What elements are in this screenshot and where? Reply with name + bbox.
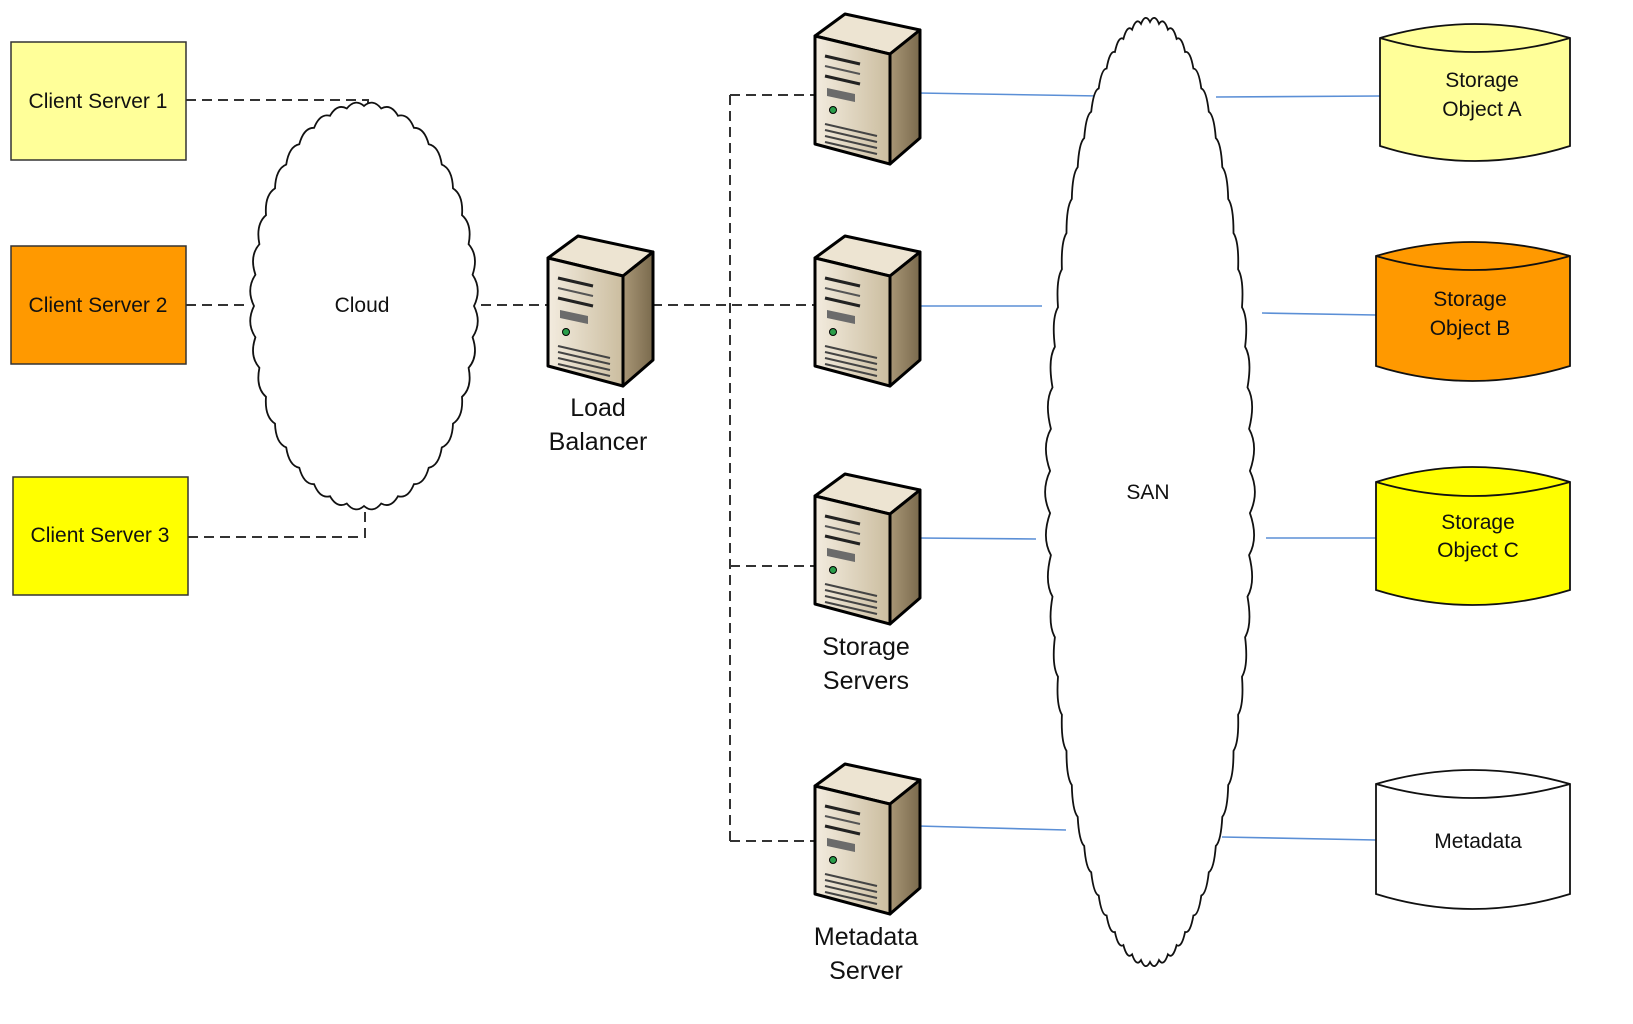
link-san-objectB — [1261, 312, 1377, 316]
client-server-3-label: Client Server 3 — [31, 524, 170, 547]
san: SAN — [1044, 17, 1256, 967]
san-label: SAN — [1126, 481, 1169, 504]
metadata-server-label-line2: Server — [829, 957, 903, 985]
storage-server-3-icon — [813, 472, 922, 626]
link-san-metadata — [1221, 836, 1377, 841]
storage-object-c-label-line1: Storage — [1441, 511, 1515, 534]
client-server-2: Client Server 2 — [10, 245, 187, 365]
cloud-label: Cloud — [335, 294, 390, 317]
metadata-store-label: Metadata — [1434, 830, 1522, 853]
load-balancer: Load Balancer — [546, 234, 655, 456]
metadata-store: Metadata — [1375, 769, 1571, 910]
san-links — [917, 92, 1381, 841]
storage-object-a-label-line1: Storage — [1445, 69, 1519, 92]
storage-object-c: Storage Object C — [1375, 466, 1571, 606]
storage-object-c-label-line2: Object C — [1437, 539, 1519, 562]
link-metaserver-san — [917, 825, 1067, 831]
link-client1-cloud — [186, 99, 369, 108]
storage-object-b-label-line2: Object B — [1430, 317, 1511, 340]
cloud-shape — [249, 101, 479, 511]
storage-object-b: Storage Object B — [1375, 241, 1571, 382]
link-san-objectA — [1215, 95, 1381, 98]
cloud: Cloud — [249, 101, 479, 511]
storage-object-b-label-line1: Storage — [1433, 288, 1507, 311]
san-shape — [1044, 17, 1256, 967]
load-balancer-label-line2: Balancer — [549, 428, 648, 456]
storage-server-1-icon — [813, 12, 922, 166]
dashed-links — [186, 94, 815, 842]
metadata-server-icon — [813, 762, 922, 916]
storage-object-a-label-line2: Object A — [1442, 98, 1521, 121]
link-server3-san — [917, 537, 1037, 540]
storage-server-2-icon — [813, 234, 922, 388]
load-balancer-server-icon — [546, 234, 655, 388]
storage-servers: Storage Servers — [813, 12, 922, 695]
client-server-2-label: Client Server 2 — [29, 294, 168, 317]
load-balancer-label-line1: Load — [570, 394, 626, 422]
storage-object-a: Storage Object A — [1379, 23, 1571, 162]
metadata-server: Metadata Server — [813, 762, 922, 985]
link-server1-san — [917, 92, 1101, 97]
client-server-1: Client Server 1 — [10, 41, 187, 161]
client-server-3: Client Server 3 — [12, 476, 189, 596]
storage-servers-label-line1: Storage — [822, 633, 910, 661]
metadata-server-label-line1: Metadata — [814, 923, 918, 951]
client-server-1-label: Client Server 1 — [29, 90, 168, 113]
storage-servers-label-line2: Servers — [823, 667, 909, 695]
link-client3-cloud — [188, 512, 366, 538]
